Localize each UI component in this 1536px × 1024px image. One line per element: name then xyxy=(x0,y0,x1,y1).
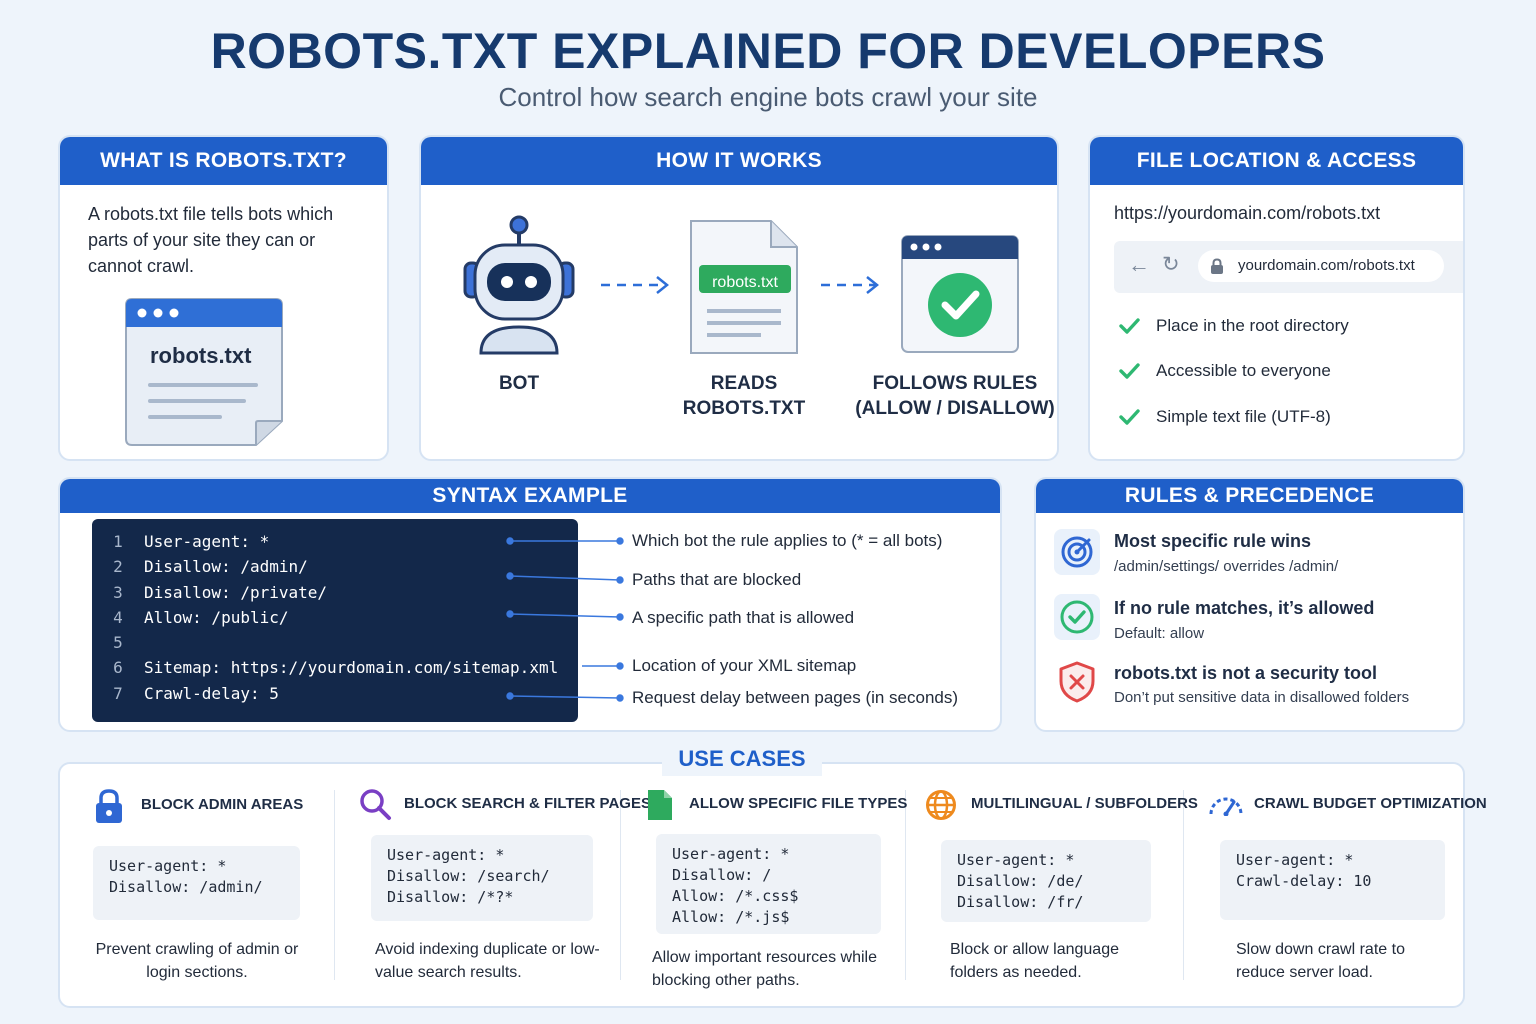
use-case-code: User-agent: * Disallow: /admin/ xyxy=(93,846,300,920)
back-arrow-icon[interactable]: ← xyxy=(1128,252,1150,277)
robots-file-tag: robots.txt xyxy=(712,274,778,291)
use-case-desc: Prevent crawling of admin or login secti… xyxy=(95,941,299,981)
use-case-title: BLOCK SEARCH & FILTER PAGES xyxy=(404,795,651,812)
annotation-connectors xyxy=(506,537,624,702)
rule-title-specific: Most specific rule wins xyxy=(1114,531,1312,551)
check-item-root: Place in the root directory xyxy=(1118,315,1349,337)
document-icon xyxy=(648,790,672,820)
shield-x-icon xyxy=(1059,661,1095,703)
how-it-works-card: HOW IT WORKS BOT robots.txt READS ROBOTS… xyxy=(419,135,1059,461)
step-follows-label: FOLLOWS RULES (ALLOW / DISALLOW) xyxy=(855,373,1055,419)
use-case-divider xyxy=(1183,790,1184,980)
what-is-text: A robots.txt file tells bots which parts… xyxy=(88,204,334,276)
check-icon xyxy=(1119,409,1140,425)
browser-check-icon xyxy=(901,235,1019,353)
check-item-accessible: Accessible to everyone xyxy=(1118,360,1331,382)
annotation-crawl-delay: Request delay between pages (in seconds) xyxy=(632,688,959,707)
reload-icon[interactable]: ↻ xyxy=(1162,253,1180,276)
step-bot-label: BOT xyxy=(498,373,540,394)
robots-url: https://yourdomain.com/robots.txt xyxy=(1114,203,1381,223)
check-circle-icon xyxy=(1060,600,1094,634)
use-case-divider xyxy=(620,790,621,980)
use-case-desc: Block or allow language folders as neede… xyxy=(950,941,1119,981)
rules-heading: RULES & PRECEDENCE xyxy=(1036,479,1463,513)
annotation-disallow: Paths that are blocked xyxy=(632,570,802,589)
use-cases-heading: USE CASES xyxy=(678,746,806,771)
annotation-user-agent: Which bot the rule applies to (* = all b… xyxy=(632,531,943,550)
file-location-card: FILE LOCATION & ACCESS https://yourdomai… xyxy=(1088,135,1465,461)
use-case-title: MULTILINGUAL / SUBFOLDERS xyxy=(971,795,1198,812)
use-case-code: User-agent: * Disallow: /search/ Disallo… xyxy=(371,835,593,921)
use-case-desc: Avoid indexing duplicate or low-value se… xyxy=(375,941,600,981)
arrow-icon-1 xyxy=(601,276,670,294)
rule-icon-target xyxy=(1054,529,1100,575)
step-reads-label: READS ROBOTS.TXT xyxy=(682,373,806,419)
use-case-code: User-agent: * Disallow: /de/ Disallow: /… xyxy=(941,840,1151,922)
globe-icon xyxy=(926,790,956,820)
check-icon xyxy=(1119,318,1140,334)
rule-icon-security xyxy=(1054,659,1100,705)
use-case-divider xyxy=(334,790,335,980)
use-case-desc: Allow important resources while blocking… xyxy=(652,949,877,989)
target-icon xyxy=(1061,536,1093,568)
check-item-utf8: Simple text file (UTF-8) xyxy=(1118,406,1331,428)
rule-sub-security: Don’t put sensitive data in disallowed f… xyxy=(1114,689,1410,706)
how-it-works-heading: HOW IT WORKS xyxy=(421,137,1057,185)
rule-title-security: robots.txt is not a security tool xyxy=(1114,663,1378,683)
lock-icon xyxy=(96,789,122,823)
what-is-card: WHAT IS ROBOTS.TXT? A robots.txt file te… xyxy=(58,135,389,461)
robots-file-icon xyxy=(125,298,283,446)
use-cases-heading-bar xyxy=(662,744,822,776)
rules-card: RULES & PRECEDENCE Most specific rule wi… xyxy=(1034,477,1465,732)
rule-sub-default: Default: allow xyxy=(1114,625,1205,642)
robots-file-label: robots.txt xyxy=(150,343,252,368)
use-case-code: User-agent: * Crawl-delay: 10 xyxy=(1220,840,1445,920)
file-location-heading: FILE LOCATION & ACCESS xyxy=(1090,137,1463,185)
code-line: 5 xyxy=(113,633,123,652)
page-subtitle: Control how search engine bots crawl you… xyxy=(498,82,1038,112)
check-icon xyxy=(1119,363,1140,379)
speedometer-icon xyxy=(1209,797,1243,816)
magnifier-icon xyxy=(360,789,391,820)
use-case-title: BLOCK ADMIN AREAS xyxy=(141,796,304,813)
use-case-desc: Slow down crawl rate to reduce server lo… xyxy=(1236,941,1405,981)
use-case-divider xyxy=(905,790,906,980)
browser-bar: ← ↻ yourdomain.com/robots.txt xyxy=(1114,241,1463,293)
page-title: ROBOTS.TXT EXPLAINED FOR DEVELOPERS xyxy=(210,23,1326,79)
arrow-icon-2 xyxy=(821,276,880,294)
what-is-heading: WHAT IS ROBOTS.TXT? xyxy=(60,137,387,185)
rule-icon-allow xyxy=(1054,594,1100,640)
padlock-icon xyxy=(1211,258,1223,274)
robot-icon xyxy=(463,215,575,355)
rule-title-default: If no rule matches, it’s allowed xyxy=(1114,598,1375,618)
annotation-sitemap: Location of your XML sitemap xyxy=(632,656,857,675)
annotation-allow: A specific path that is allowed xyxy=(632,608,855,627)
use-case-title: ALLOW SPECIFIC FILE TYPES xyxy=(689,795,908,812)
address-text: yourdomain.com/robots.txt xyxy=(1238,257,1415,274)
use-case-code: User-agent: * Disallow: / Allow: /*.css$… xyxy=(656,834,881,934)
use-case-title: CRAWL BUDGET OPTIMIZATION xyxy=(1254,795,1487,812)
address-bar[interactable]: yourdomain.com/robots.txt xyxy=(1198,250,1444,282)
robots-document-icon xyxy=(690,220,798,354)
rule-sub-specific: /admin/settings/ overrides /admin/ xyxy=(1114,558,1339,575)
syntax-heading: SYNTAX EXAMPLE xyxy=(60,479,1000,513)
